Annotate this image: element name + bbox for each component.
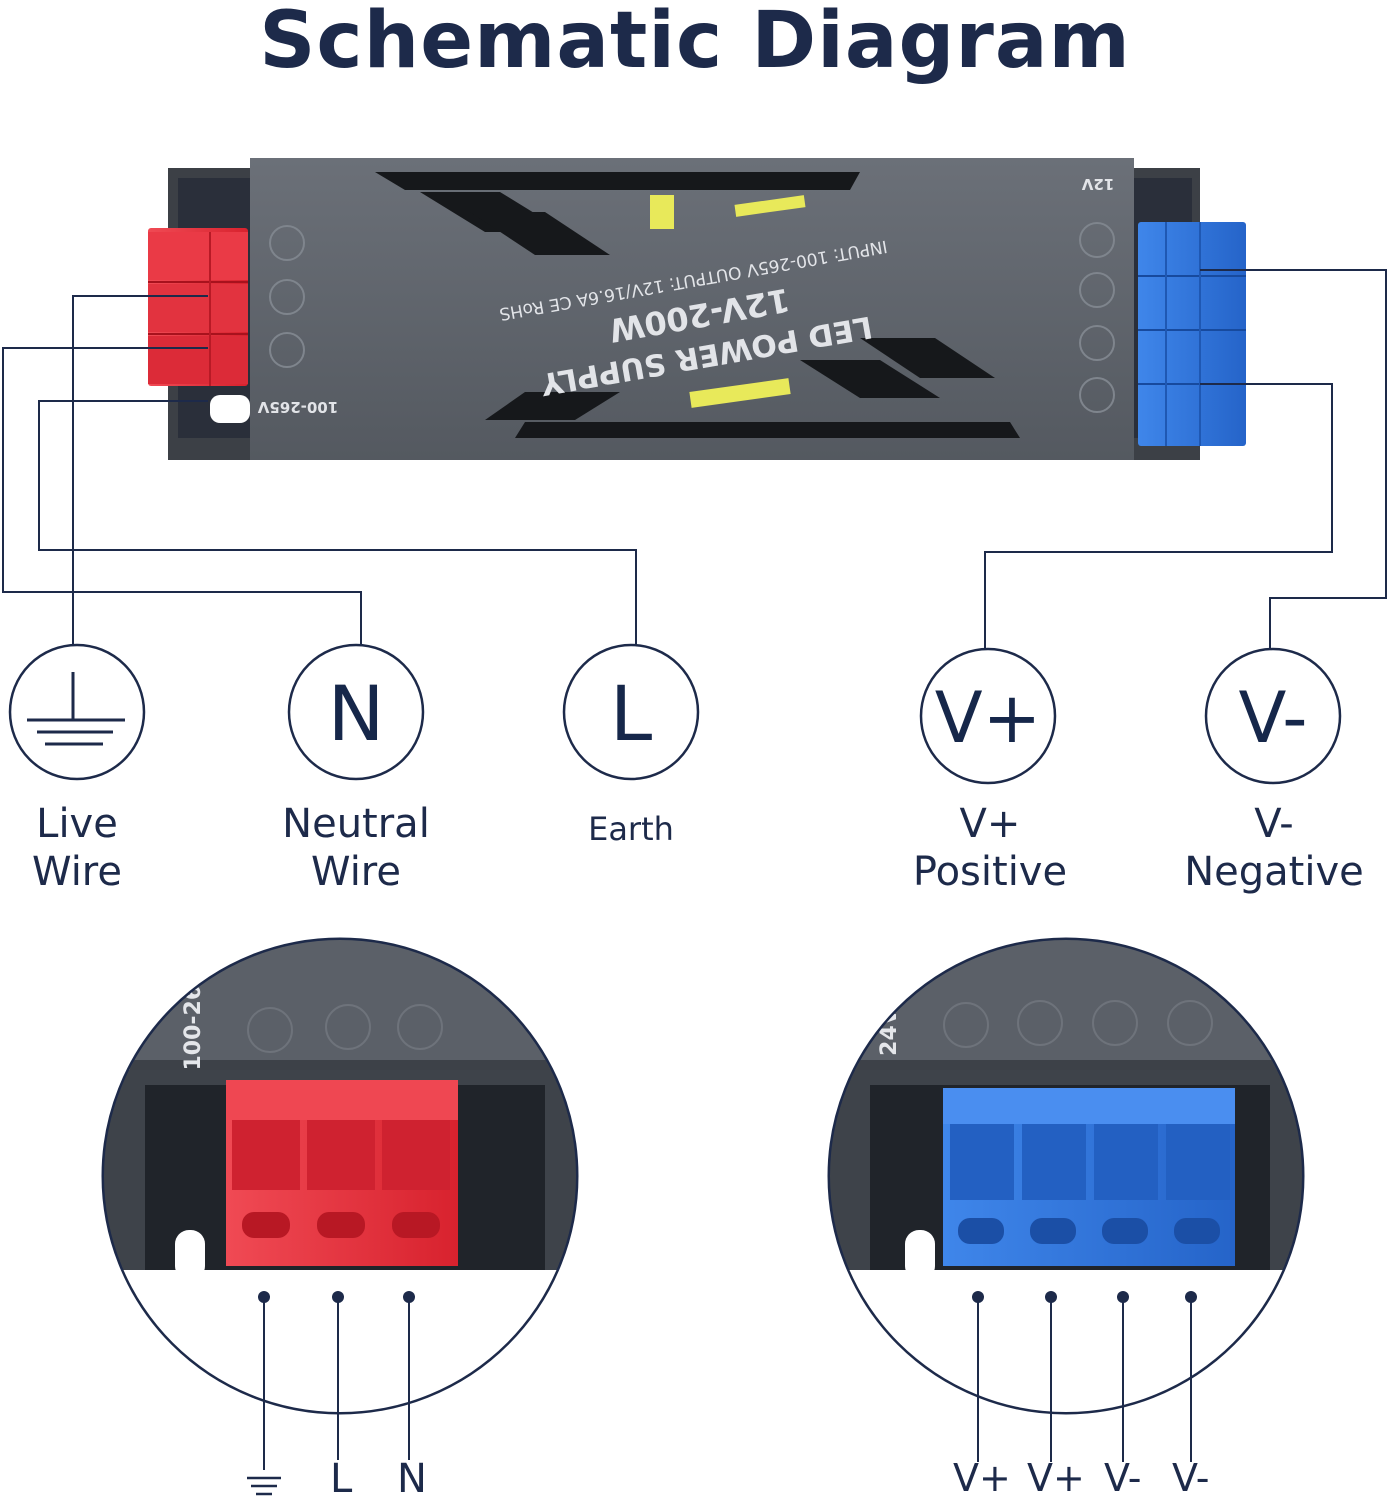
power-supply-unit: LED POWER SUPPLY 12V-200W INPUT: 100-265… (148, 158, 1246, 460)
terminal-negative: V- (1204, 647, 1342, 785)
pin-label-n: N (397, 1456, 427, 1502)
terminal-line: L (562, 643, 700, 781)
terminal-ground (8, 643, 146, 781)
caption-positive: V+ Positive (885, 800, 1095, 896)
caption-neutral-line2: Wire (311, 849, 401, 895)
terminal-neutral: N (287, 643, 425, 781)
pin-label-l: L (330, 1456, 353, 1502)
caption-negative: V- Negative (1165, 800, 1383, 896)
bottom-ground-icon (247, 1476, 281, 1496)
caption-neutral-line1: Neutral (282, 801, 430, 847)
caption-line-line1: Earth (588, 810, 674, 848)
terminal-line-symbol: L (610, 669, 652, 758)
wire-line (38, 400, 637, 644)
caption-positive-line2: Positive (912, 849, 1068, 895)
input-range-label: 100-265V (257, 398, 338, 416)
input-pin-leads (263, 1297, 410, 1470)
caption-line: Earth (561, 805, 701, 853)
terminal-negative-symbol: V- (1238, 677, 1307, 759)
output-detail-view: 24V (827, 937, 1305, 1462)
ground-icon (27, 672, 125, 746)
detail-output-voltage: 24V (877, 1008, 902, 1056)
caption-ground-line2: Wire (32, 849, 122, 895)
caption-ground: Live Wire (12, 800, 142, 896)
pin-label-vminus-1: V- (1104, 1456, 1142, 1500)
wire-negative (1200, 269, 1387, 648)
terminal-circles: N L V+ V- (8, 643, 1342, 785)
diagram-title: Schematic Diagram (259, 0, 1131, 86)
wire-positive (984, 383, 1333, 648)
wire-neutral (2, 347, 362, 644)
wiring (2, 269, 1387, 648)
detail-input-range: 100-265 (181, 970, 206, 1071)
output-pin-leads (977, 1297, 1192, 1462)
caption-positive-line1: V+ (959, 801, 1021, 847)
pin-label-vplus-1: V+ (953, 1456, 1011, 1500)
housing-cover (250, 158, 1134, 460)
output-emboss-icons (1079, 222, 1115, 413)
pin-label-vplus-2: V+ (1027, 1456, 1085, 1500)
input-emboss-icons (269, 225, 305, 368)
caption-ground-line1: Live (36, 801, 118, 847)
terminal-positive: V+ (919, 647, 1057, 785)
caption-negative-line1: V- (1254, 801, 1294, 847)
terminal-neutral-symbol: N (328, 669, 385, 758)
wire-ground (72, 295, 208, 644)
input-detail-view: 100-265 (101, 937, 579, 1496)
caption-neutral: Neutral Wire (256, 800, 456, 896)
terminal-positive-symbol: V+ (935, 677, 1042, 759)
caption-negative-line2: Negative (1184, 849, 1364, 895)
output-terminal-block (1138, 222, 1246, 446)
voltage-label: 12V (1081, 175, 1114, 193)
input-terminal-block (148, 228, 248, 386)
pin-label-vminus-2: V- (1172, 1456, 1210, 1500)
mount-slot (210, 395, 250, 423)
vent-highlight (650, 195, 806, 408)
vent-slots (375, 172, 1020, 438)
